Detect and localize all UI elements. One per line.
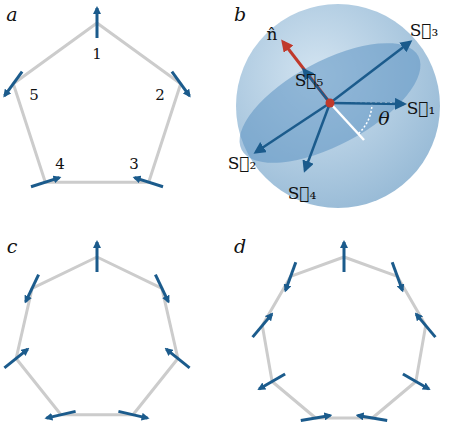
- callout-number: 2: [155, 88, 165, 103]
- spin-arrow: [343, 242, 346, 272]
- spin-arrow: [259, 374, 285, 389]
- ring-bond: [13, 23, 180, 182]
- plane-ellipse: [222, 19, 438, 187]
- panel-letter: c: [7, 237, 18, 256]
- spin-arrow: [46, 411, 75, 418]
- angle-line: [330, 103, 364, 140]
- callout-number: 1: [92, 47, 102, 62]
- callout-number: 3: [129, 157, 139, 172]
- spin-vector: [256, 103, 330, 152]
- vector-label: S⃗₄: [288, 185, 317, 202]
- panel-letter: b: [234, 5, 246, 24]
- spin-arrow: [286, 262, 296, 290]
- spin-arrow: [4, 349, 27, 368]
- vector-label: S⃗₁: [407, 100, 436, 117]
- spin-vector: [330, 103, 404, 104]
- ring-bond: [262, 257, 425, 418]
- spin-arrow: [358, 415, 388, 420]
- spin-arrow: [96, 242, 99, 272]
- spin-arrow: [31, 178, 60, 187]
- callout-number: 5: [29, 88, 39, 103]
- panel-letter: d: [234, 237, 246, 256]
- callout-number: 4: [55, 157, 65, 172]
- spin-arrow: [172, 72, 190, 96]
- spin-arrow: [166, 349, 189, 368]
- spin-arrow: [301, 415, 331, 420]
- spin-arrow: [403, 374, 429, 389]
- center-dot: [326, 99, 335, 108]
- spin-arrow: [118, 411, 147, 418]
- spin-arrow: [253, 314, 272, 337]
- spin-arrow: [5, 72, 23, 96]
- panel-letter: a: [6, 5, 17, 24]
- spin-vector: [330, 42, 410, 103]
- vector-label: n̂: [267, 26, 278, 43]
- angle-arc: [358, 103, 372, 134]
- spin-arrow: [26, 275, 39, 302]
- spin-arrow: [96, 8, 99, 38]
- vector-label: S⃗₃: [410, 22, 439, 39]
- sphere: [222, 4, 440, 208]
- ring-bond: [16, 257, 178, 415]
- vector-label: S⃗₅: [295, 72, 324, 89]
- spin-arrow: [392, 262, 402, 290]
- spin-arrow: [155, 275, 168, 302]
- spin-arrow: [135, 178, 164, 187]
- normal-vector: [283, 42, 330, 103]
- spin-arrow: [416, 314, 435, 337]
- vector-label: S⃗₂: [228, 155, 257, 172]
- angle-label: θ: [378, 109, 389, 128]
- spin-vector: [305, 103, 330, 170]
